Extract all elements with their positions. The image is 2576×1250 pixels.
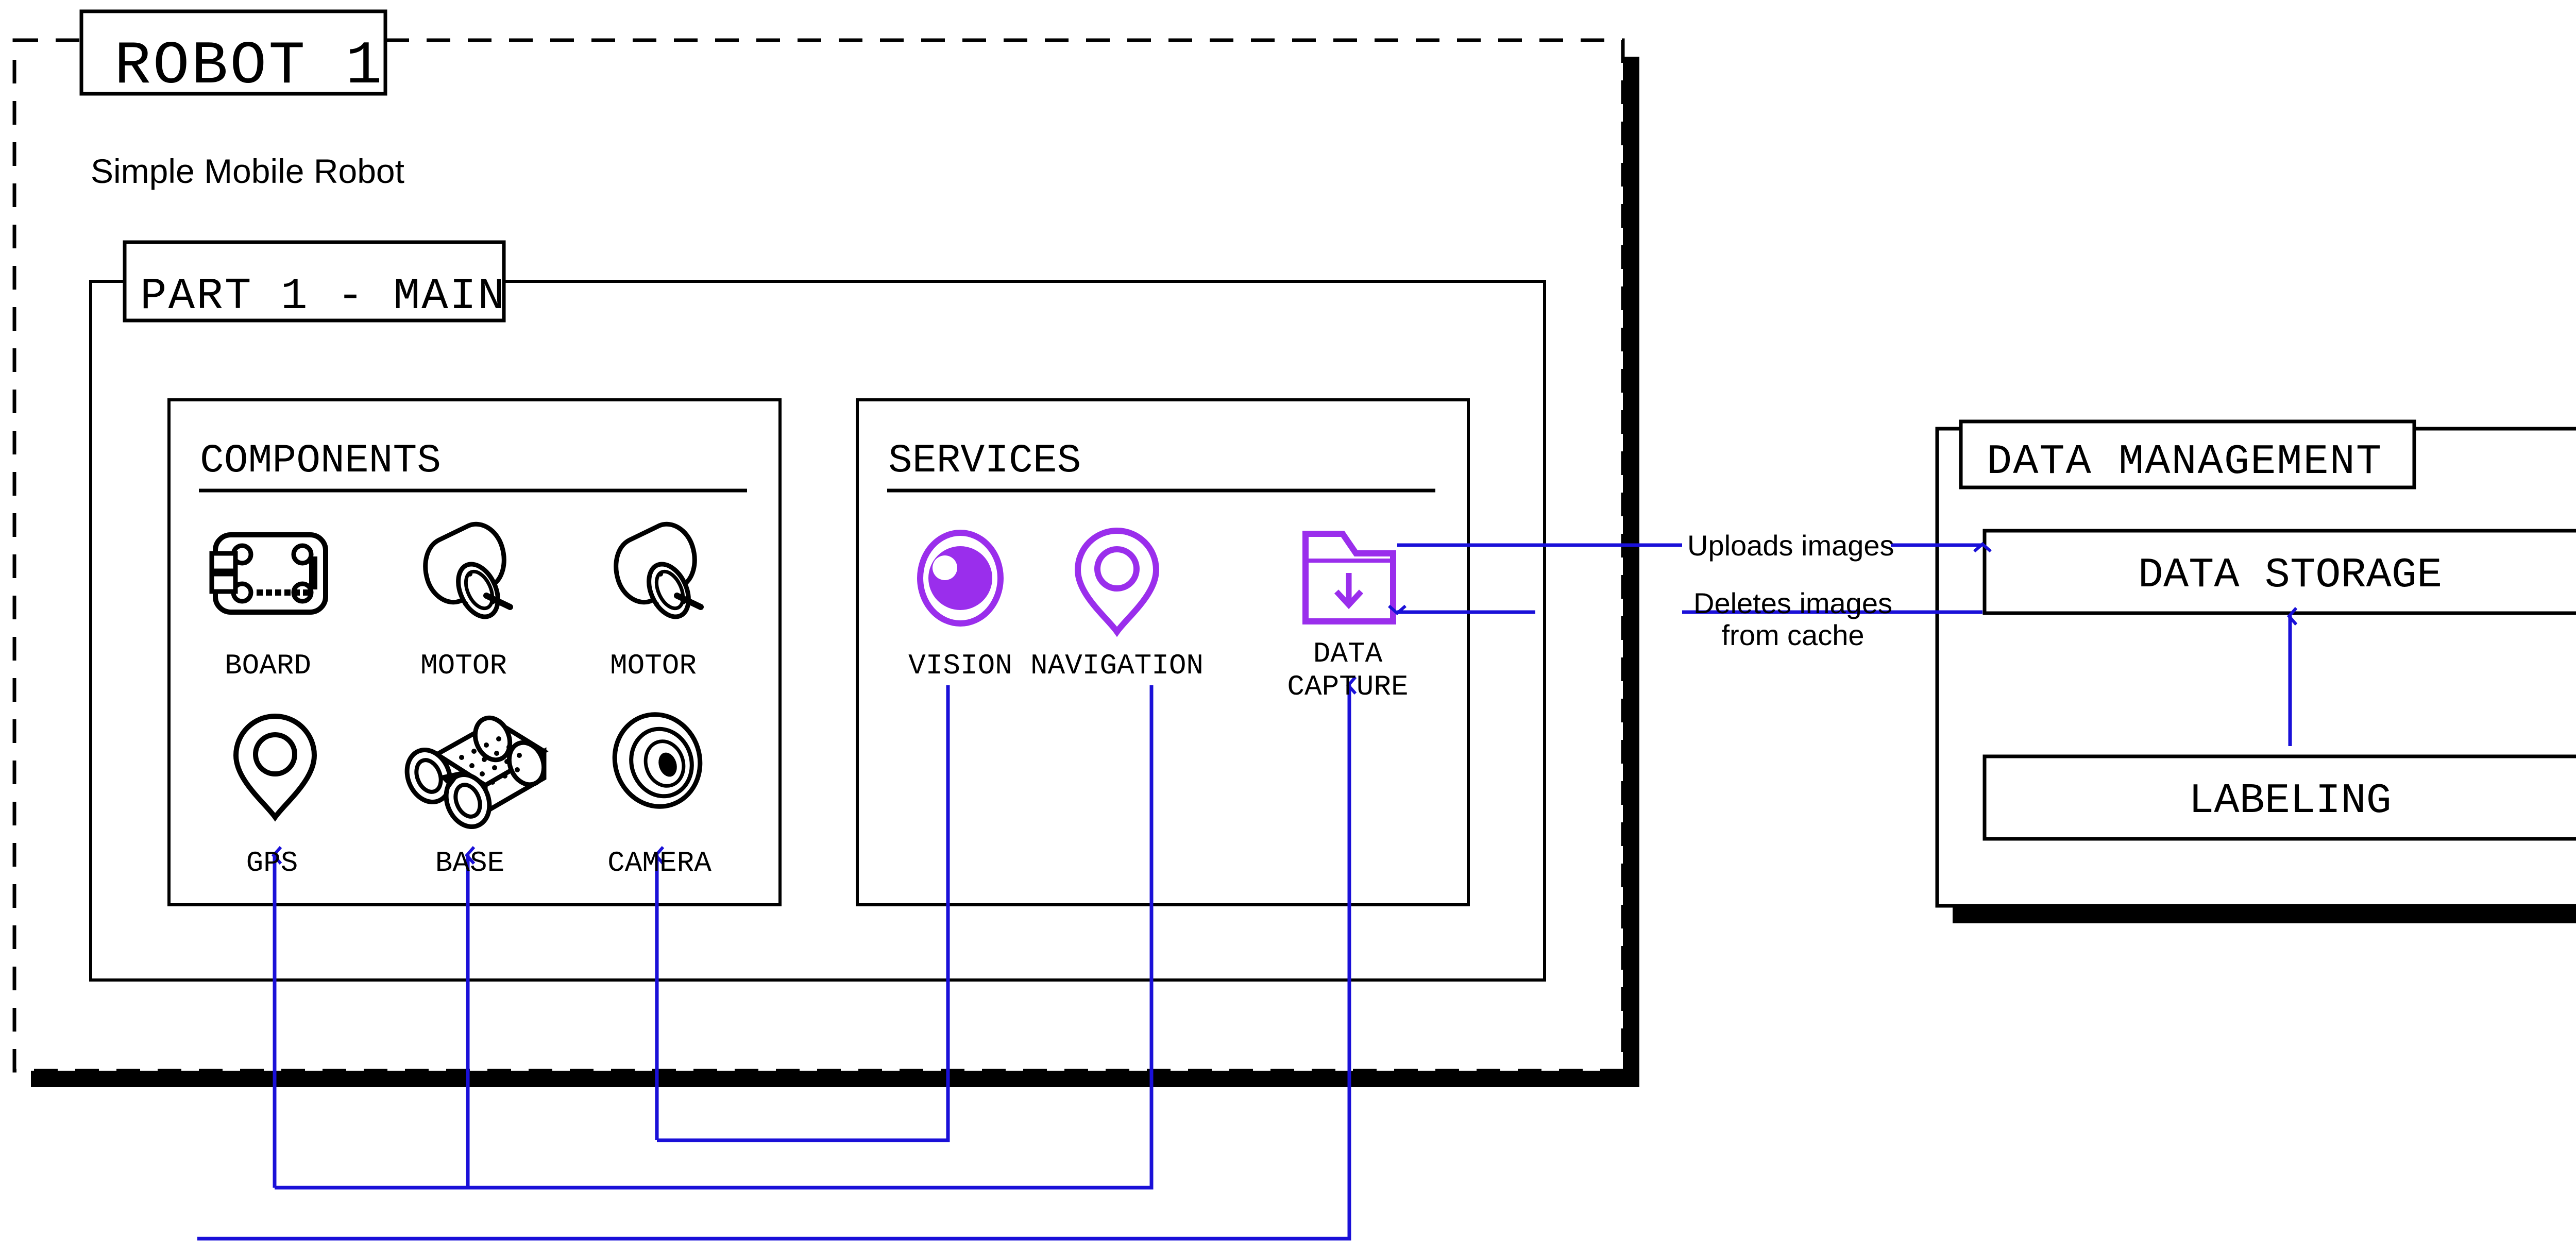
robot-dashed-container	[12, 38, 1625, 1073]
services-heading: SERVICES	[888, 438, 1081, 484]
component-label-gps: GPS	[246, 847, 298, 880]
rover-base-icon	[404, 715, 549, 829]
eye-icon	[917, 530, 1004, 627]
connector-navigation-bus	[272, 685, 1154, 1190]
connector-vision-bus	[465, 685, 950, 1188]
component-label-camera: CAMERA	[607, 847, 711, 880]
components-heading: COMPONENTS	[200, 438, 441, 484]
components-panel	[167, 398, 782, 906]
connector-label-deletes-line1: Deletes images	[1693, 587, 1892, 619]
robot-title-chip	[79, 9, 387, 96]
service-label-navigation: NAVIGATION	[1030, 649, 1204, 682]
connector-datacapture-bus	[197, 676, 1357, 1241]
map-pin-icon	[233, 713, 317, 822]
data-management-container	[1935, 419, 2576, 908]
connector-label-deletes-line2: from cache	[1722, 619, 1865, 651]
labeling-label: LABELING	[2189, 777, 2392, 825]
component-label-board: BOARD	[225, 649, 311, 682]
services-panel	[856, 398, 1470, 906]
motor-icon	[423, 521, 513, 619]
component-label-motor-1: MOTOR	[420, 649, 507, 682]
data-storage-label: DATA STORAGE	[2138, 551, 2443, 599]
motor-icon	[614, 521, 704, 619]
camera-lens-icon	[612, 712, 703, 809]
connector-label-uploads: Uploads images	[1687, 529, 1894, 562]
service-label-datacapture-line1: DATA	[1313, 637, 1383, 670]
map-pin-icon	[1074, 527, 1160, 637]
component-label-motor-2: MOTOR	[610, 649, 697, 682]
data-management-shadow	[1953, 906, 2576, 923]
service-label-datacapture-line2: CAPTURE	[1287, 670, 1408, 703]
component-label-base: BASE	[435, 847, 504, 880]
data-management-title: DATA MANAGEMENT	[1987, 438, 2382, 486]
part-title: PART 1 - MAIN	[140, 271, 506, 322]
robot-container-shadow	[31, 57, 1639, 1087]
robot-title: ROBOT 1	[114, 32, 384, 101]
robot-subtitle: Simple Mobile Robot	[91, 152, 404, 190]
service-label-vision: VISION	[908, 649, 1012, 682]
folder-download-icon	[1302, 531, 1396, 624]
circuit-board-icon	[209, 532, 328, 615]
